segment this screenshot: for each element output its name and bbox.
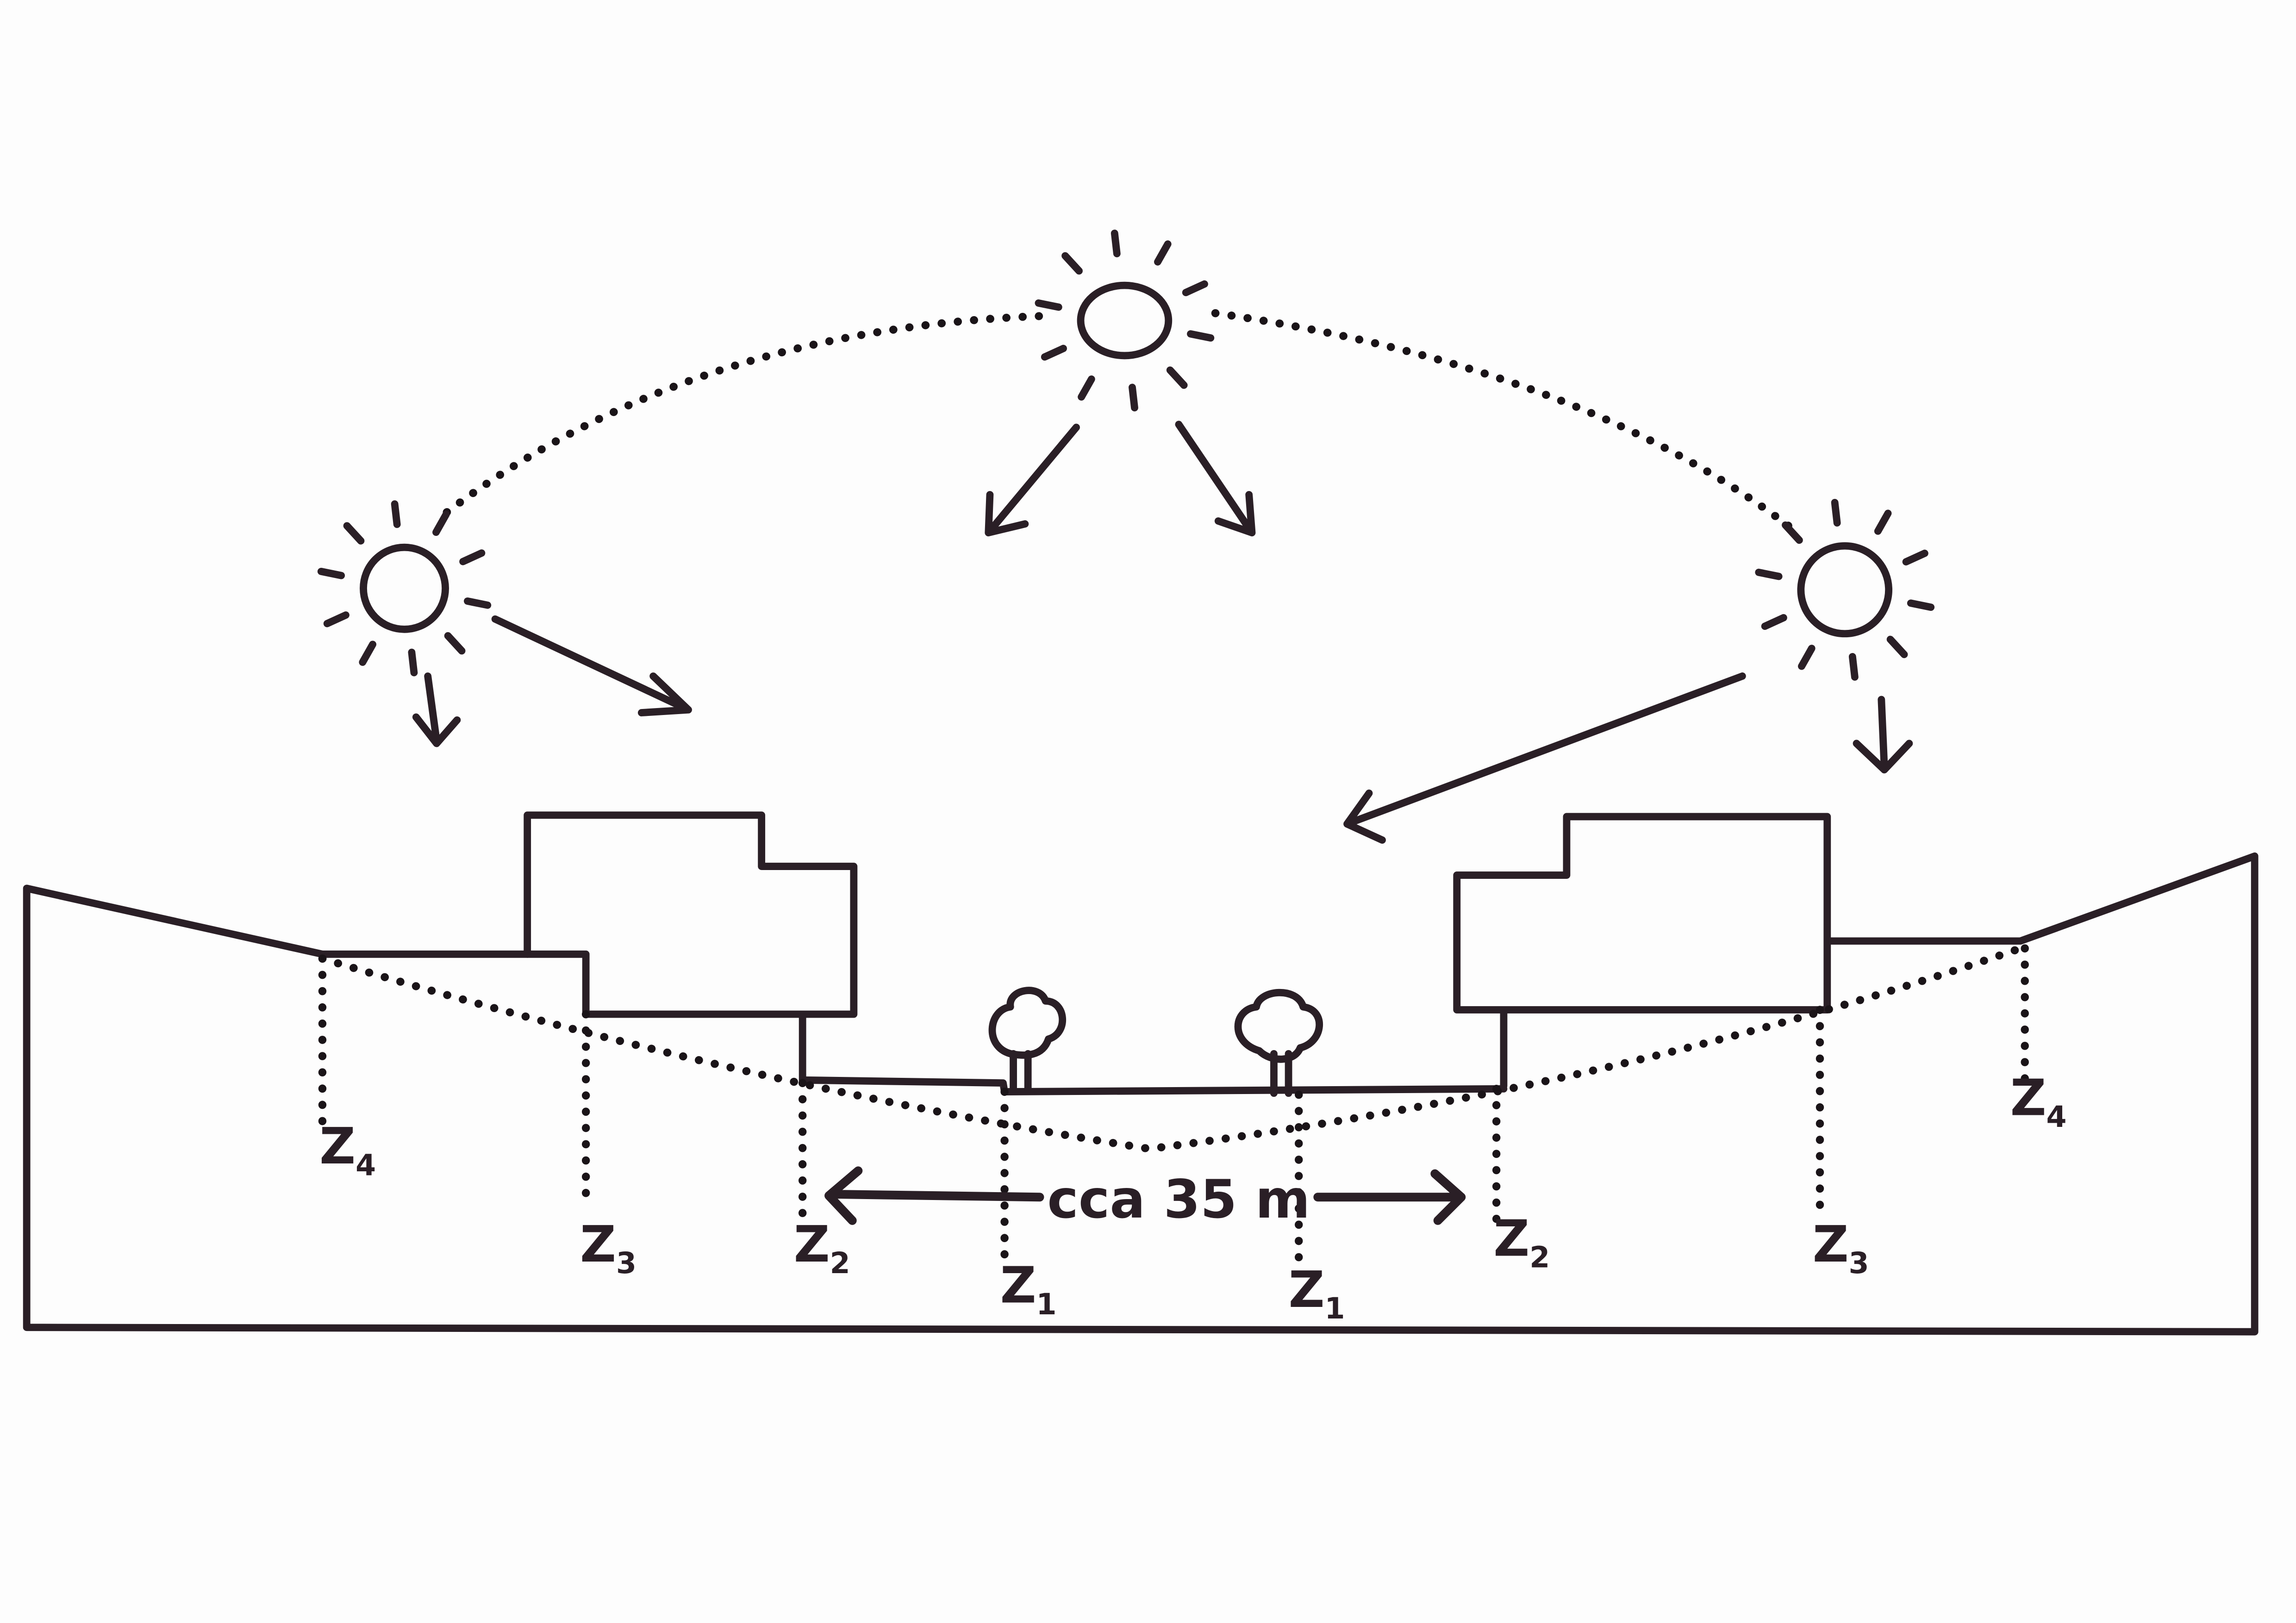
zone-index: 2 [1529,1240,1550,1275]
arrow-left-icon [824,1166,1044,1225]
sun-ray [1848,653,1859,681]
arrow-right-icon [1313,1169,1466,1225]
sun-ray [459,549,486,566]
zone-index: 3 [1849,1246,1869,1280]
sun-icon-right [1755,499,1935,681]
sun-ray [1154,240,1172,266]
sun-ray [1041,345,1067,361]
sun-ray [359,640,377,666]
sun-ray [1798,645,1816,670]
sun-ray [1755,568,1783,580]
arrow-icon [412,672,461,747]
building-right [1453,813,1831,1090]
sun-ray [1886,635,1908,659]
zone-letter: Z [1000,1256,1036,1314]
sun-ray [1831,499,1841,527]
zone-letter: Z [1813,1216,1849,1274]
zone-label: Z4 [2010,1070,2067,1134]
zone-letter: Z [319,1118,356,1175]
sun-icon-left [317,500,492,677]
zone-index: 4 [356,1148,376,1182]
zone-label: Z2 [1493,1210,1550,1274]
sun-ray [1129,384,1138,411]
arrow-icon [1853,696,1913,774]
zone-index: 4 [2046,1100,2067,1134]
sun-ray [323,611,349,628]
zone-label: Z3 [1813,1216,1869,1280]
zone-letter: Z [1493,1210,1529,1268]
sun-path-right [1211,309,1798,534]
zone-label: Z4 [319,1118,376,1182]
zone-label: Z2 [794,1216,850,1280]
zone-index: 2 [830,1246,850,1280]
sun-ray [432,510,450,536]
tree-icon [1234,989,1323,1097]
arrow-icon [1343,672,1746,844]
zone-index: 1 [1325,1291,1345,1325]
zone-letter: Z [794,1216,830,1274]
sun-ray [408,648,418,677]
sun-icon-top [1035,230,1215,411]
zone-index: 3 [616,1246,636,1280]
sun-ray [1761,614,1787,630]
sunlight-arrows [412,421,1913,844]
sun-ray [444,632,466,655]
dimension-label: cca 35 m [1047,1169,1310,1230]
street-ground [799,1076,1508,1095]
sun-ray [1902,549,1928,566]
building-left [524,811,858,1084]
sun-ray [1111,230,1121,257]
zone-letter: Z [580,1216,616,1274]
dimension-arrows [824,1166,1466,1225]
sun-ray [1061,252,1083,275]
arrow-icon [1175,421,1256,536]
sun-path-left [443,312,1044,516]
zone-letter: Z [2010,1070,2046,1127]
sun-ray [343,522,365,545]
sun-ray [391,500,401,528]
sun-ray [1078,375,1095,401]
sun-ray [1035,299,1062,311]
sun-ray [1187,330,1215,342]
sun-ray [1782,521,1803,544]
terrain-section [23,852,2259,1336]
zone-label: Z3 [580,1216,636,1280]
sun-ray [464,597,492,609]
sun-ray [317,567,345,579]
zone-label: Z1 [1000,1256,1057,1321]
sun-ray [1874,510,1892,535]
arrow-icon [491,615,692,716]
sun-ray [1182,280,1208,297]
arrow-icon [985,423,1080,536]
tree-icon [988,987,1067,1094]
sun-ray [1907,599,1935,611]
sun-ray [1166,366,1188,389]
zone-boundary-curve [318,944,2025,1153]
zone-label: Z1 [1289,1261,1345,1325]
zone-letter: Z [1289,1261,1325,1319]
zone-index: 1 [1036,1287,1057,1321]
zone-lines [318,944,2029,1275]
